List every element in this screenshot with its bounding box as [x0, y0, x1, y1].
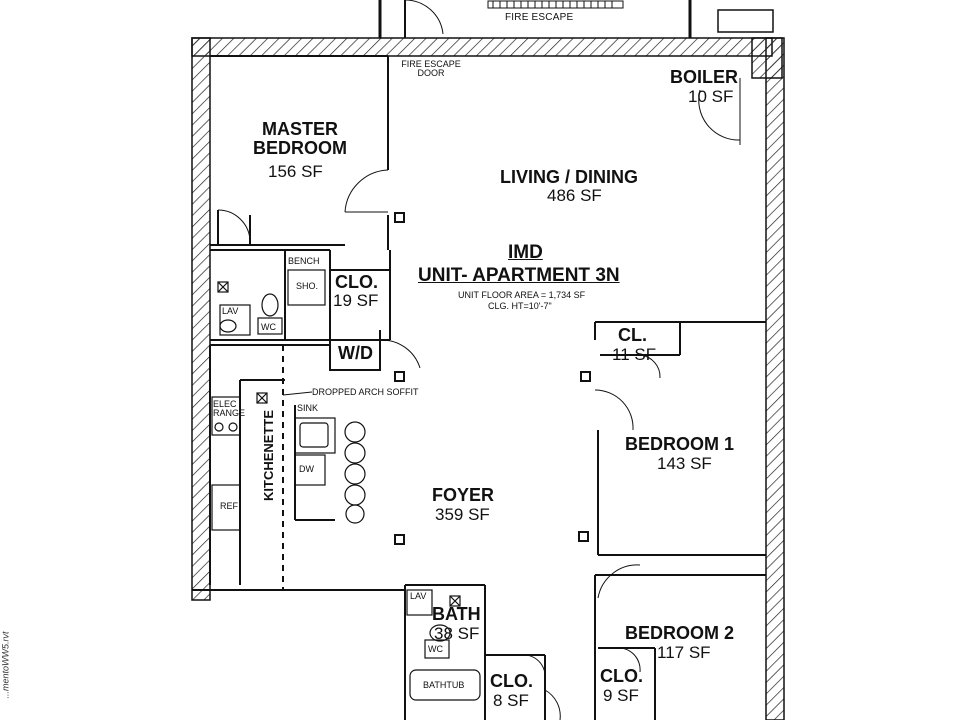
master-bedroom-area: 156 SF: [268, 162, 323, 181]
foyer-area: 359 SF: [435, 505, 490, 524]
bench-label: BENCH: [288, 256, 320, 266]
fire-escape-door-line2: DOOR: [417, 68, 445, 79]
bath-name: BATH: [432, 604, 481, 624]
unit-name: UNIT- APARTMENT 3N: [418, 265, 620, 286]
fire-escape-label: FIRE ESCAPE: [505, 12, 574, 23]
kitchenette-label: KITCHENETTE: [261, 410, 276, 501]
fire-escape: [378, 0, 774, 38]
br2-closet-area: 9 SF: [603, 686, 639, 705]
master-wc-label: WC: [261, 322, 276, 332]
hall-closet-area: 8 SF: [493, 691, 529, 710]
hall-closet-name: CLO.: [490, 671, 533, 691]
interior-walls: [192, 55, 766, 720]
bath-lav-label: LAV: [410, 591, 427, 601]
br1-closet-area: 11 SF: [612, 345, 657, 364]
fire-escape-door-line1: FIRE ESCAPE: [401, 59, 461, 69]
living-dining-name: LIVING / DINING: [500, 167, 639, 187]
washer-dryer-name: W/D: [338, 343, 373, 363]
ref-label: REF: [220, 501, 238, 511]
master-closet-area: 19 SF: [333, 291, 379, 310]
boiler-name: BOILER: [670, 67, 739, 87]
ceiling-height: CLG. HT=10'-7": [488, 301, 552, 311]
boiler-area: 10 SF: [688, 87, 734, 106]
shower-label: SHO.: [296, 281, 319, 291]
file-label: ...mentoWW5.rvt: [0, 631, 11, 699]
master-bedroom-name-line2: BEDROOM: [253, 137, 347, 158]
fire-escape-door-label: FIRE ESCAPE DOOR: [396, 59, 466, 79]
foyer-name: FOYER: [432, 485, 495, 505]
master-closet-name: CLO.: [335, 272, 378, 292]
master-bedroom-name-line1: MASTER: [262, 119, 338, 139]
br2-closet-name: CLO.: [600, 666, 643, 686]
bath-area: 38 SF: [434, 624, 480, 643]
soffit-leader: [282, 391, 313, 396]
bedroom1-name: BEDROOM 1: [625, 434, 735, 454]
master-bedroom-name: MASTER BEDROOM: [240, 120, 360, 158]
bathtub-label: BATHTUB: [423, 680, 465, 690]
exterior-walls: [191, 37, 785, 720]
living-dining-area: 486 SF: [547, 186, 602, 205]
dropped-soffit-label: DROPPED ARCH SOFFIT: [312, 387, 419, 397]
bedroom2-name: BEDROOM 2: [625, 623, 735, 643]
sink-label: SINK: [297, 403, 319, 413]
columns: [394, 212, 591, 545]
bedroom2-area: 117 SF: [657, 643, 711, 662]
kitchen-island: [211, 396, 366, 531]
master-lav-label: LAV: [222, 306, 239, 316]
elec-range-line2: RANGE: [213, 408, 246, 419]
unit-floor-area: UNIT FLOOR AREA = 1,734 SF: [458, 290, 586, 300]
unit-code: IMD: [508, 242, 543, 263]
door-swings: [217, 78, 741, 720]
elec-range-line1: ELEC: [213, 399, 237, 409]
master-bath-fixtures: [217, 269, 326, 336]
bath-fixtures: [256, 392, 481, 701]
br1-closet-name: CL.: [618, 325, 647, 345]
bedroom1-area: 143 SF: [657, 454, 712, 473]
bath-wc-label: WC: [428, 644, 443, 654]
elec-range-label: ELEC RANGE: [213, 399, 246, 419]
dw-label: DW: [299, 464, 314, 474]
